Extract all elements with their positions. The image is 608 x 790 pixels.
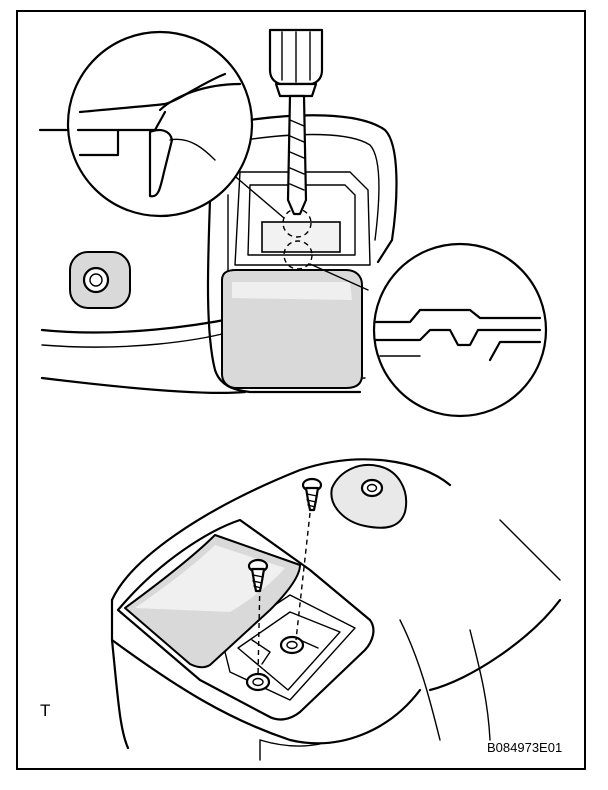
screw-hole-left: [245, 672, 271, 692]
console-edge-line: [40, 316, 237, 334]
screw-path-right: [295, 494, 313, 641]
screw-hole-right: [279, 635, 305, 655]
top-view: [38, 28, 548, 418]
console-side-contour: [399, 619, 491, 741]
screwdriver: [268, 28, 324, 216]
detail-trim-edge: [78, 72, 227, 114]
cover-recess-outline: [116, 518, 375, 721]
tape-wrap: [289, 119, 305, 191]
left-knob: [69, 251, 131, 309]
detail-hinge-top: [374, 308, 542, 324]
console-edge-line-inner: [41, 331, 231, 348]
console-front-left: [110, 598, 130, 750]
console-top-edge: [110, 458, 452, 602]
detail-tool-tip: [148, 129, 174, 198]
callout-leader-lower: [309, 263, 369, 291]
console-right-contour: [499, 519, 561, 581]
detail-trim-upper: [158, 82, 242, 112]
recess-outline: [234, 171, 371, 266]
screw-path-left: [257, 577, 261, 677]
removed-cover-highlight: [135, 545, 285, 612]
detail-hinge-step: [374, 328, 542, 347]
console-lower-edge: [40, 376, 247, 394]
detail-cover-step: [78, 128, 120, 157]
console-front-face: [110, 638, 422, 745]
bracket-clip: [330, 464, 408, 529]
console-right-edge: [428, 598, 562, 692]
figure-border: [16, 10, 586, 770]
detail-callout-upper: [66, 30, 254, 218]
figure-code-label: B084973E01: [487, 740, 562, 755]
screw-left: [247, 558, 269, 593]
screw-right: [301, 477, 323, 512]
opening-floor: [237, 611, 341, 691]
screwdriver-ferrule: [274, 82, 318, 98]
detail-clip: [169, 138, 216, 161]
detail-hinge-lower: [488, 340, 542, 362]
hole-cover-highlight: [232, 282, 352, 300]
hole-cover-slot: [261, 221, 341, 253]
console-bottom-edge: [259, 739, 321, 761]
detail-callout-lower: [372, 242, 548, 418]
view-marker-label: T: [40, 701, 50, 720]
bottom-view: [110, 458, 562, 761]
pry-point-circle-lower: [283, 240, 313, 270]
recess-inner: [247, 184, 356, 256]
callout-leader-upper: [229, 171, 285, 219]
opening-inner: [221, 594, 356, 701]
